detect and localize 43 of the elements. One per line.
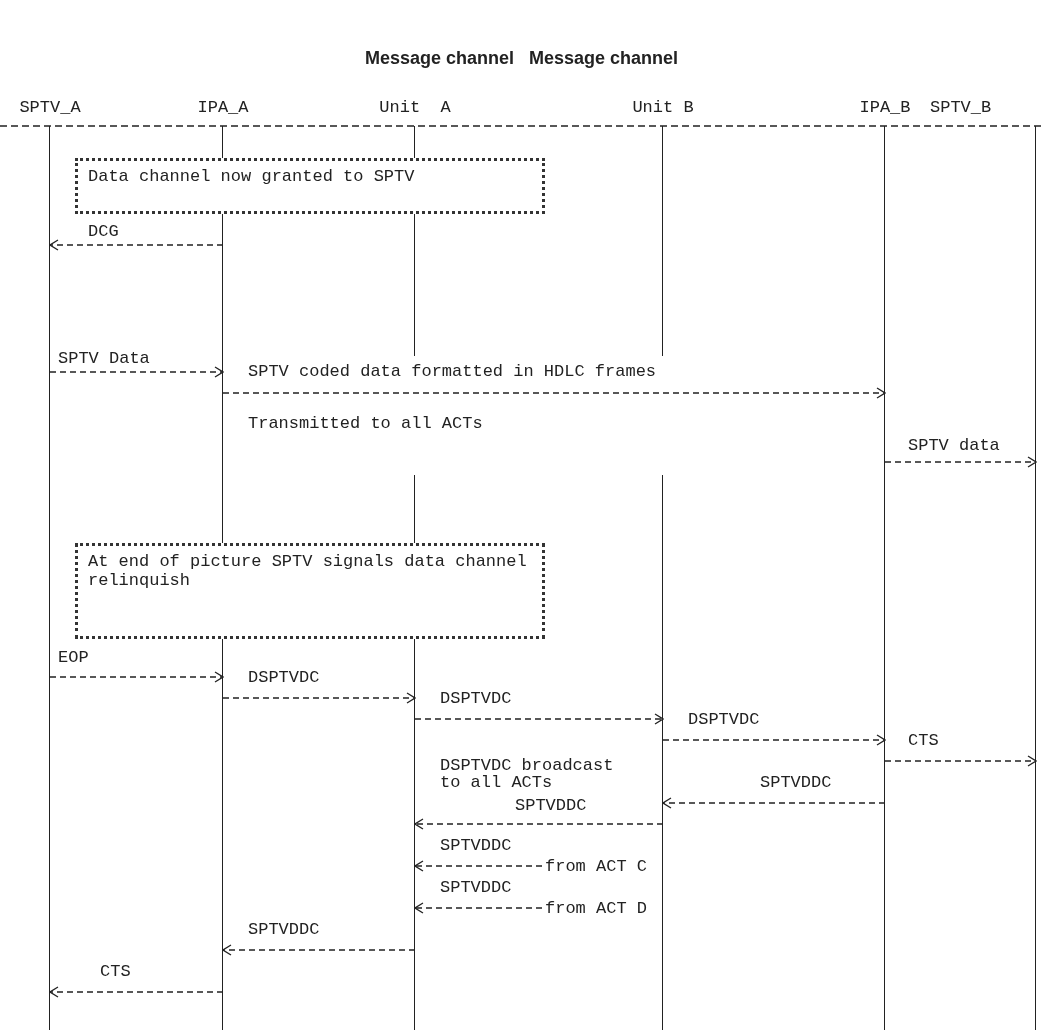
message-label: SPTV data [908,436,1000,455]
message-arrow [49,239,224,251]
lifeline-header: IPA_B [858,98,912,117]
message-label: DSPTVDC [688,710,760,729]
message-arrow [414,713,664,725]
message-label: SPTV Data [58,349,150,368]
message-label: EOP [58,648,89,667]
note-box: At end of picture SPTV signals data channel relinquish [75,543,545,639]
message-arrow [884,755,1037,767]
lifeline-header: IPA_A [196,98,250,117]
message-label: SPTVDDC [440,878,512,897]
message-arrow [662,797,886,809]
message-label: SPTVDDC [248,920,320,939]
message-label: DCG [88,222,119,241]
note-text: Transmitted to all ACTs [248,414,483,433]
message-arrow [49,986,224,998]
sender-label: from ACT D [545,899,648,918]
message-label: SPTVDDC [515,796,587,815]
message-label: DSPTVDC [248,668,320,687]
message-label: SPTVDDC [440,836,512,855]
message-arrow [414,818,664,830]
lifeline-header: Unit B [631,98,695,117]
message-arrow [49,366,224,378]
message-label: CTS [908,731,939,750]
message-label: SPTVDDC [760,773,832,792]
note-text: DSPTVDC broadcast to all ACTs [440,757,615,791]
message-arrow [49,671,224,683]
message-arrow [414,860,543,872]
note-box: Data channel now granted to SPTV [75,158,545,214]
lifeline-header: SPTV_B [930,98,992,117]
message-arrow [222,692,416,704]
message-arrow [222,944,416,956]
message-label: CTS [100,962,131,981]
diagram-title: Message channel Message channel [363,48,680,69]
message-label: DSPTVDC [440,689,512,708]
message-arrow [222,387,886,399]
message-arrow [662,734,886,746]
lifeline-header: SPTV_A [18,98,82,117]
message-arrow [414,902,543,914]
sender-label: from ACT C [545,857,648,876]
lifeline-header: Unit A [378,98,452,117]
message-label: SPTV coded data formatted in HDLC frames [248,362,657,381]
message-arrow [884,456,1037,468]
